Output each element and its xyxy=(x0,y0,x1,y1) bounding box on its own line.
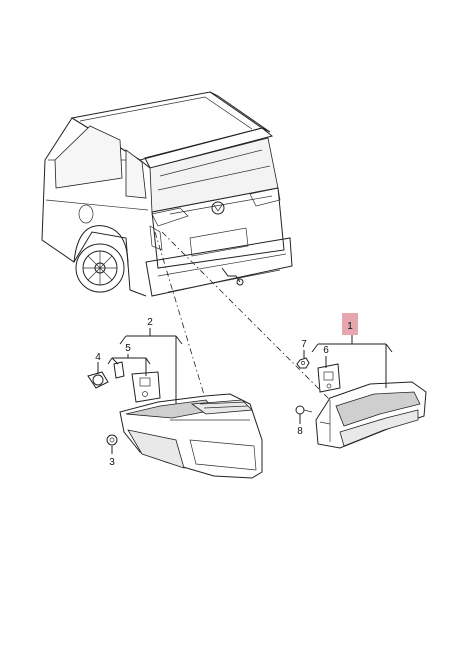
inner-tail-light xyxy=(315,381,427,449)
callout-2[interactable]: 2 xyxy=(147,317,153,328)
mounting-plate-6 xyxy=(317,363,341,393)
callout-3[interactable]: 3 xyxy=(109,457,115,468)
nut-7 xyxy=(296,357,310,369)
callout-8[interactable]: 8 xyxy=(297,426,303,437)
callout-1-highlight xyxy=(342,313,358,335)
nut-3 xyxy=(106,434,118,446)
callout-6[interactable]: 6 xyxy=(323,345,329,356)
leader-lines xyxy=(154,231,331,401)
callout-labels: 1 2 3 4 5 6 7 8 xyxy=(95,317,353,468)
mounting-bracket-5 xyxy=(113,361,161,403)
callout-1[interactable]: 1 xyxy=(347,321,353,332)
vehicle-illustration xyxy=(41,91,293,297)
bulb-holder-4 xyxy=(87,371,109,389)
callout-4[interactable]: 4 xyxy=(95,352,101,363)
callout-5[interactable]: 5 xyxy=(125,343,131,354)
callout-7[interactable]: 7 xyxy=(301,339,307,350)
callout-leaders xyxy=(97,328,393,454)
outer-tail-light xyxy=(119,393,263,479)
screw-8 xyxy=(295,405,313,415)
